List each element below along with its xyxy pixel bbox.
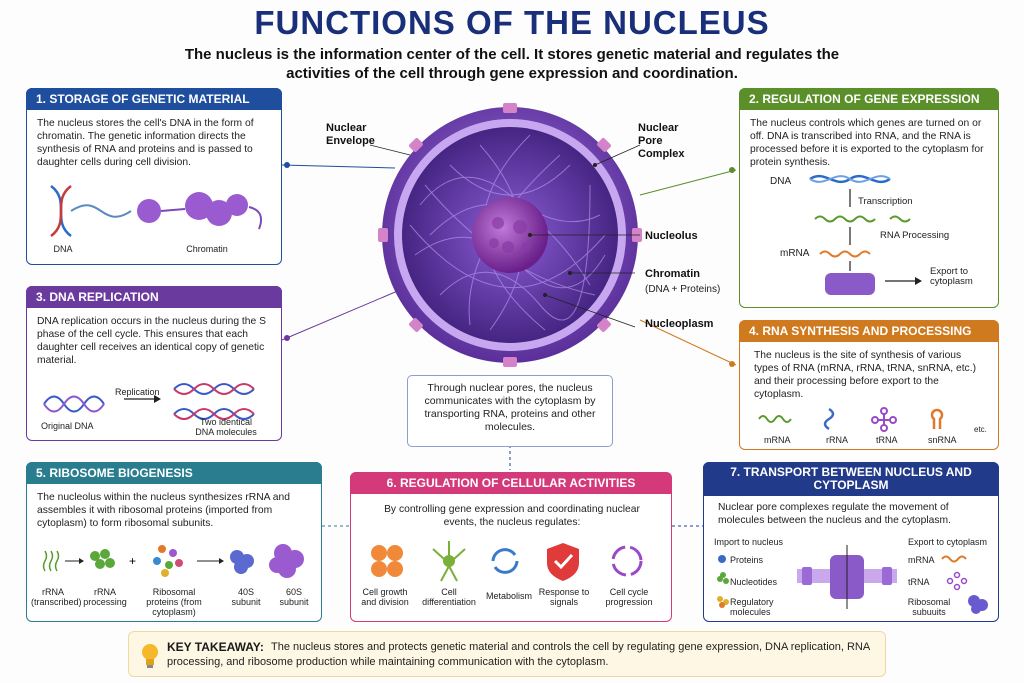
dna-chromatin-illustration bbox=[50, 185, 262, 237]
cell-growth-icon bbox=[371, 545, 403, 577]
label-import-nucleotides: Nucleotides bbox=[730, 577, 778, 587]
label-chromatin-p1: Chromatin bbox=[186, 244, 228, 254]
panel-rna-heading: 4. RNA SYNTHESIS AND PROCESSING bbox=[739, 320, 999, 342]
label-export: Export to cytoplasm bbox=[930, 266, 973, 287]
label-import-proteins: Proteins bbox=[730, 555, 764, 565]
label-nuclear-envelope: Nuclear Envelope bbox=[326, 122, 375, 147]
panel-storage: 1. STORAGE OF GENETIC MATERIAL The nucle… bbox=[26, 88, 282, 265]
label-import-regulatory: Regulatory molecules bbox=[730, 597, 774, 617]
label-rna-processing: RNA Processing bbox=[880, 230, 950, 241]
rna-types-illustration bbox=[758, 407, 944, 432]
label-replication: Replication bbox=[115, 387, 160, 397]
label-export-ribosomal: Ribosomal subuuits bbox=[907, 597, 951, 617]
panel-ribosome-heading: 5. RIBOSOME BIOGENESIS bbox=[26, 462, 322, 484]
panel-regulation: 6. REGULATION OF CELLULAR ACTIVITIES By … bbox=[350, 472, 672, 622]
label-original-dna: Original DNA bbox=[41, 421, 94, 431]
regulation-icons bbox=[371, 541, 643, 582]
label-export-trna: tRNA bbox=[908, 577, 930, 587]
label-nucleolus: Nucleolus bbox=[645, 230, 698, 242]
label-rna-snrna: snRNA bbox=[928, 435, 957, 445]
signal-response-icon bbox=[547, 543, 579, 581]
label-chromatin: Chromatin bbox=[645, 268, 700, 280]
label-60s: 60S subunit bbox=[279, 587, 309, 607]
label-mrna-p2: mRNA bbox=[780, 248, 810, 259]
label-export-title: Export to cytoplasm bbox=[908, 537, 988, 547]
differentiation-icon bbox=[432, 541, 466, 582]
panel-ribosome-text: The nucleolus within the nucleus synthes… bbox=[37, 492, 290, 529]
takeaway-label: KEY TAKEAWAY: bbox=[167, 640, 264, 654]
label-chromatin-sub: (DNA + Proteins) bbox=[645, 284, 721, 295]
panel-transport-heading: 7. TRANSPORT BETWEEN NUCLEUS AND CYTOPLA… bbox=[703, 462, 999, 496]
ribosome-illustration: + bbox=[42, 544, 304, 578]
label-growth: Cell growth and division bbox=[361, 587, 409, 607]
nucleus-illustration bbox=[369, 103, 642, 367]
key-takeaway-box: KEY TAKEAWAY: The nucleus stores and pro… bbox=[128, 631, 886, 677]
panel-gene-heading: 2. REGULATION OF GENE EXPRESSION bbox=[739, 88, 999, 110]
transport-illustration bbox=[717, 545, 988, 614]
label-40s: 40S subunit bbox=[231, 587, 261, 607]
panel-rna-synthesis: 4. RNA SYNTHESIS AND PROCESSING The nucl… bbox=[739, 320, 999, 450]
panel-regulation-heading: 6. REGULATION OF CELLULAR ACTIVITIES bbox=[350, 472, 672, 494]
panel-ribosome: 5. RIBOSOME BIOGENESIS The nucleolus wit… bbox=[26, 462, 322, 622]
panel-transport: 7. TRANSPORT BETWEEN NUCLEUS AND CYTOPLA… bbox=[703, 462, 999, 622]
label-two-identical: Two identical DNA molecules bbox=[195, 417, 257, 437]
gene-expression-illustration bbox=[809, 174, 922, 295]
replication-illustration bbox=[43, 383, 255, 420]
lightbulb-icon bbox=[142, 644, 158, 668]
label-p2-dna: DNA bbox=[770, 176, 792, 187]
panel-storage-text: The nucleus stores the cell's DNA in the… bbox=[37, 118, 254, 168]
panel-regulation-text: By controlling gene expression and coord… bbox=[384, 504, 640, 528]
label-rna-rrna: rRNA bbox=[826, 435, 848, 445]
panel-replication-heading: 3. DNA REPLICATION bbox=[26, 286, 282, 308]
panel-dna-replication: 3. DNA REPLICATION DNA replication occur… bbox=[26, 286, 282, 441]
panel-rna-text: The nucleus is the site of synthesis of … bbox=[754, 350, 976, 400]
label-response: Response to signals bbox=[538, 587, 590, 607]
label-dna: DNA bbox=[53, 244, 73, 254]
label-rna-mrna: mRNA bbox=[764, 435, 791, 445]
panel-replication-text: DNA replication occurs in the nucleus du… bbox=[37, 316, 266, 366]
label-rrna-processing: rRNA processing bbox=[83, 587, 127, 607]
page-title: FUNCTIONS OF THE NUCLEUS bbox=[254, 4, 770, 41]
cell-cycle-icon bbox=[611, 545, 643, 577]
label-cell-cycle: Cell cycle progression bbox=[605, 587, 653, 607]
takeaway-text: The nucleus stores and protects genetic … bbox=[167, 641, 870, 668]
label-ribosomal-proteins: Ribosomal proteins (from cytoplasm) bbox=[146, 587, 202, 617]
panel-transport-text: Nuclear pore complexes regulate the move… bbox=[718, 502, 951, 526]
label-differentiation: Cell differentiation bbox=[422, 587, 476, 607]
pore-note-box: Through nuclear pores, the nucleus commu… bbox=[407, 375, 613, 447]
page-subtitle: The nucleus is the information center of… bbox=[184, 46, 840, 82]
label-transcription: Transcription bbox=[858, 196, 913, 207]
label-metabolism: Metabolism bbox=[485, 591, 532, 601]
label-nucleoplasm: Nucleoplasm bbox=[645, 318, 714, 330]
pore-note-text: Through nuclear pores, the nucleus commu… bbox=[424, 382, 596, 433]
panel-gene-text: The nucleus controls which genes are tur… bbox=[750, 118, 984, 168]
label-rrna-transcribed: rRNA (transcribed) bbox=[31, 587, 82, 607]
metabolism-icon bbox=[491, 548, 519, 574]
label-rna-trna: tRNA bbox=[876, 435, 898, 445]
label-import-title: Import to nucleus bbox=[714, 537, 784, 547]
label-export-mrna: mRNA bbox=[908, 555, 935, 565]
panel-storage-heading: 1. STORAGE OF GENETIC MATERIAL bbox=[26, 88, 282, 110]
panel-gene-expression: 2. REGULATION OF GENE EXPRESSION The nuc… bbox=[739, 88, 999, 308]
label-nuclear-pore: Nuclear Pore Complex bbox=[638, 122, 685, 160]
label-rna-etc: etc. bbox=[974, 425, 987, 434]
svg-text:+: + bbox=[129, 554, 136, 568]
